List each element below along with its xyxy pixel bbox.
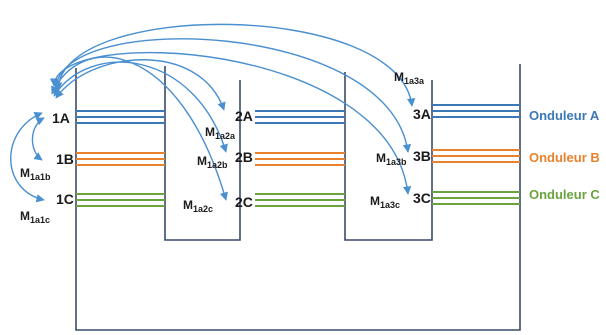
node-1a: 1A bbox=[52, 110, 70, 126]
legend-onduleur-c: Onduleur C bbox=[529, 187, 600, 202]
conductor-lines-b bbox=[76, 149, 520, 166]
mutual-1a3b: M1a3b bbox=[376, 151, 407, 167]
mutual-1a1c: M1a1c bbox=[20, 209, 50, 225]
mutual-1a3c: M1a3c bbox=[370, 194, 400, 210]
mutual-1a3a: M1a3a bbox=[394, 70, 425, 86]
arrow-1a-3a bbox=[53, 23, 416, 107]
node-1b: 1B bbox=[56, 151, 74, 167]
coupling-arrows bbox=[10, 23, 416, 203]
mutual-1a2a: M1a2a bbox=[205, 125, 236, 141]
arrow-1a-2b bbox=[53, 61, 228, 153]
mutual-1a2b: M1a2b bbox=[197, 154, 228, 170]
node-3a: 3A bbox=[413, 106, 431, 122]
arrow-1a-3c bbox=[49, 51, 412, 195]
conductor-lines-a bbox=[76, 104, 520, 124]
legend-onduleur-b: Onduleur B bbox=[529, 150, 600, 165]
node-2c: 2C bbox=[235, 194, 253, 210]
legend-onduleur-a: Onduleur A bbox=[529, 108, 600, 123]
node-2a: 2A bbox=[235, 108, 253, 124]
arrow-1a-1b bbox=[31, 117, 45, 161]
arrow-1a-2c bbox=[51, 56, 228, 201]
node-2b: 2B bbox=[235, 149, 253, 165]
mutual-1a2c: M1a2c bbox=[183, 198, 213, 214]
arrow-1a-1c bbox=[10, 111, 45, 203]
conductor-lines-c bbox=[76, 191, 520, 207]
node-3c: 3C bbox=[413, 190, 431, 206]
node-1c: 1C bbox=[56, 191, 74, 207]
node-3b: 3B bbox=[413, 148, 431, 164]
mutual-1a1b: M1a1b bbox=[20, 166, 51, 182]
